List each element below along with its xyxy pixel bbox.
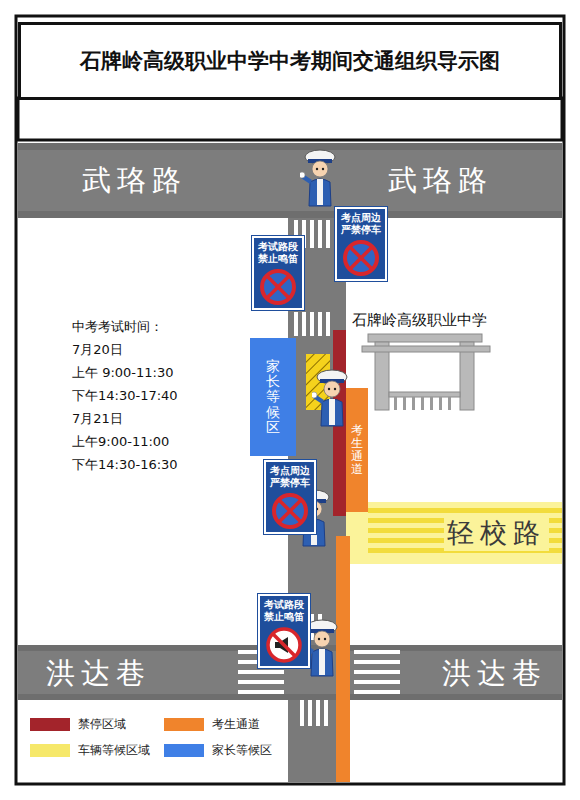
sign-text: 考试路段禁止鸣笛	[258, 241, 299, 265]
no-parking-icon	[342, 239, 380, 277]
exam-time: 上午9:00-11:00	[72, 433, 169, 451]
legend-item: 车辆等候区域	[30, 742, 150, 759]
legend-swatch	[30, 744, 70, 757]
exam-time: 上午 9:00-11:30	[72, 364, 173, 382]
legend-item: 考生通道	[164, 716, 260, 733]
exam-time: 7月20日	[72, 341, 123, 359]
road-name: 洪达巷	[442, 654, 547, 694]
exam-time: 中考考试时间：	[72, 318, 163, 336]
school-name: 石牌岭高级职业中学	[352, 311, 487, 330]
road-band: 武珞路 武珞路	[18, 143, 562, 218]
legend-item: 家长等候区	[164, 742, 272, 759]
exam-time: 下午14:30-17:40	[72, 387, 178, 405]
no-horn-icon	[265, 626, 303, 664]
zone-band: 考生通道	[346, 388, 368, 512]
legend-swatch	[30, 718, 70, 731]
road-name: 武珞路	[388, 161, 493, 201]
legend-swatch	[164, 718, 204, 731]
road-sign: 考试路段禁止鸣笛	[252, 236, 304, 310]
road-sign: 考点周边严禁停车	[335, 207, 387, 281]
sign-text: 考试路段禁止鸣笛	[264, 599, 305, 623]
zone-label: 考生通道	[351, 424, 363, 477]
legend-text: 禁停区域	[78, 716, 126, 733]
legend-item: 禁停区域	[30, 716, 126, 733]
road-sign: 考点周边严禁停车	[264, 460, 316, 534]
legend-swatch	[164, 744, 204, 757]
road-sign: 考试路段禁止鸣笛	[258, 594, 310, 668]
sign-text: 考点周边严禁停车	[341, 212, 382, 236]
exam-time: 7月21日	[72, 410, 123, 428]
legend-text: 车辆等候区域	[78, 742, 150, 759]
title-text: 石牌岭高级职业中学中考期间交通组织导示图	[80, 47, 500, 75]
sign-text: 考点周边严禁停车	[270, 465, 311, 489]
exam-time: 下午14:30-16:30	[72, 456, 178, 474]
no-parking-icon	[259, 268, 297, 306]
road-name: 轻校路	[444, 515, 549, 551]
road-band: 轻校路	[346, 502, 562, 564]
title-box: 石牌岭高级职业中学中考期间交通组织导示图	[18, 22, 562, 100]
legend-text: 考生通道	[212, 716, 260, 733]
road-name: 洪达巷	[46, 654, 151, 694]
road-band: 洪达巷 洪达巷	[18, 645, 562, 700]
legend-text: 家长等候区	[212, 742, 272, 759]
zone-label: 家长等候区	[266, 359, 280, 436]
no-parking-icon	[271, 492, 309, 530]
road-name: 武珞路	[82, 161, 187, 201]
zone-band: 家长等候区	[250, 338, 296, 456]
